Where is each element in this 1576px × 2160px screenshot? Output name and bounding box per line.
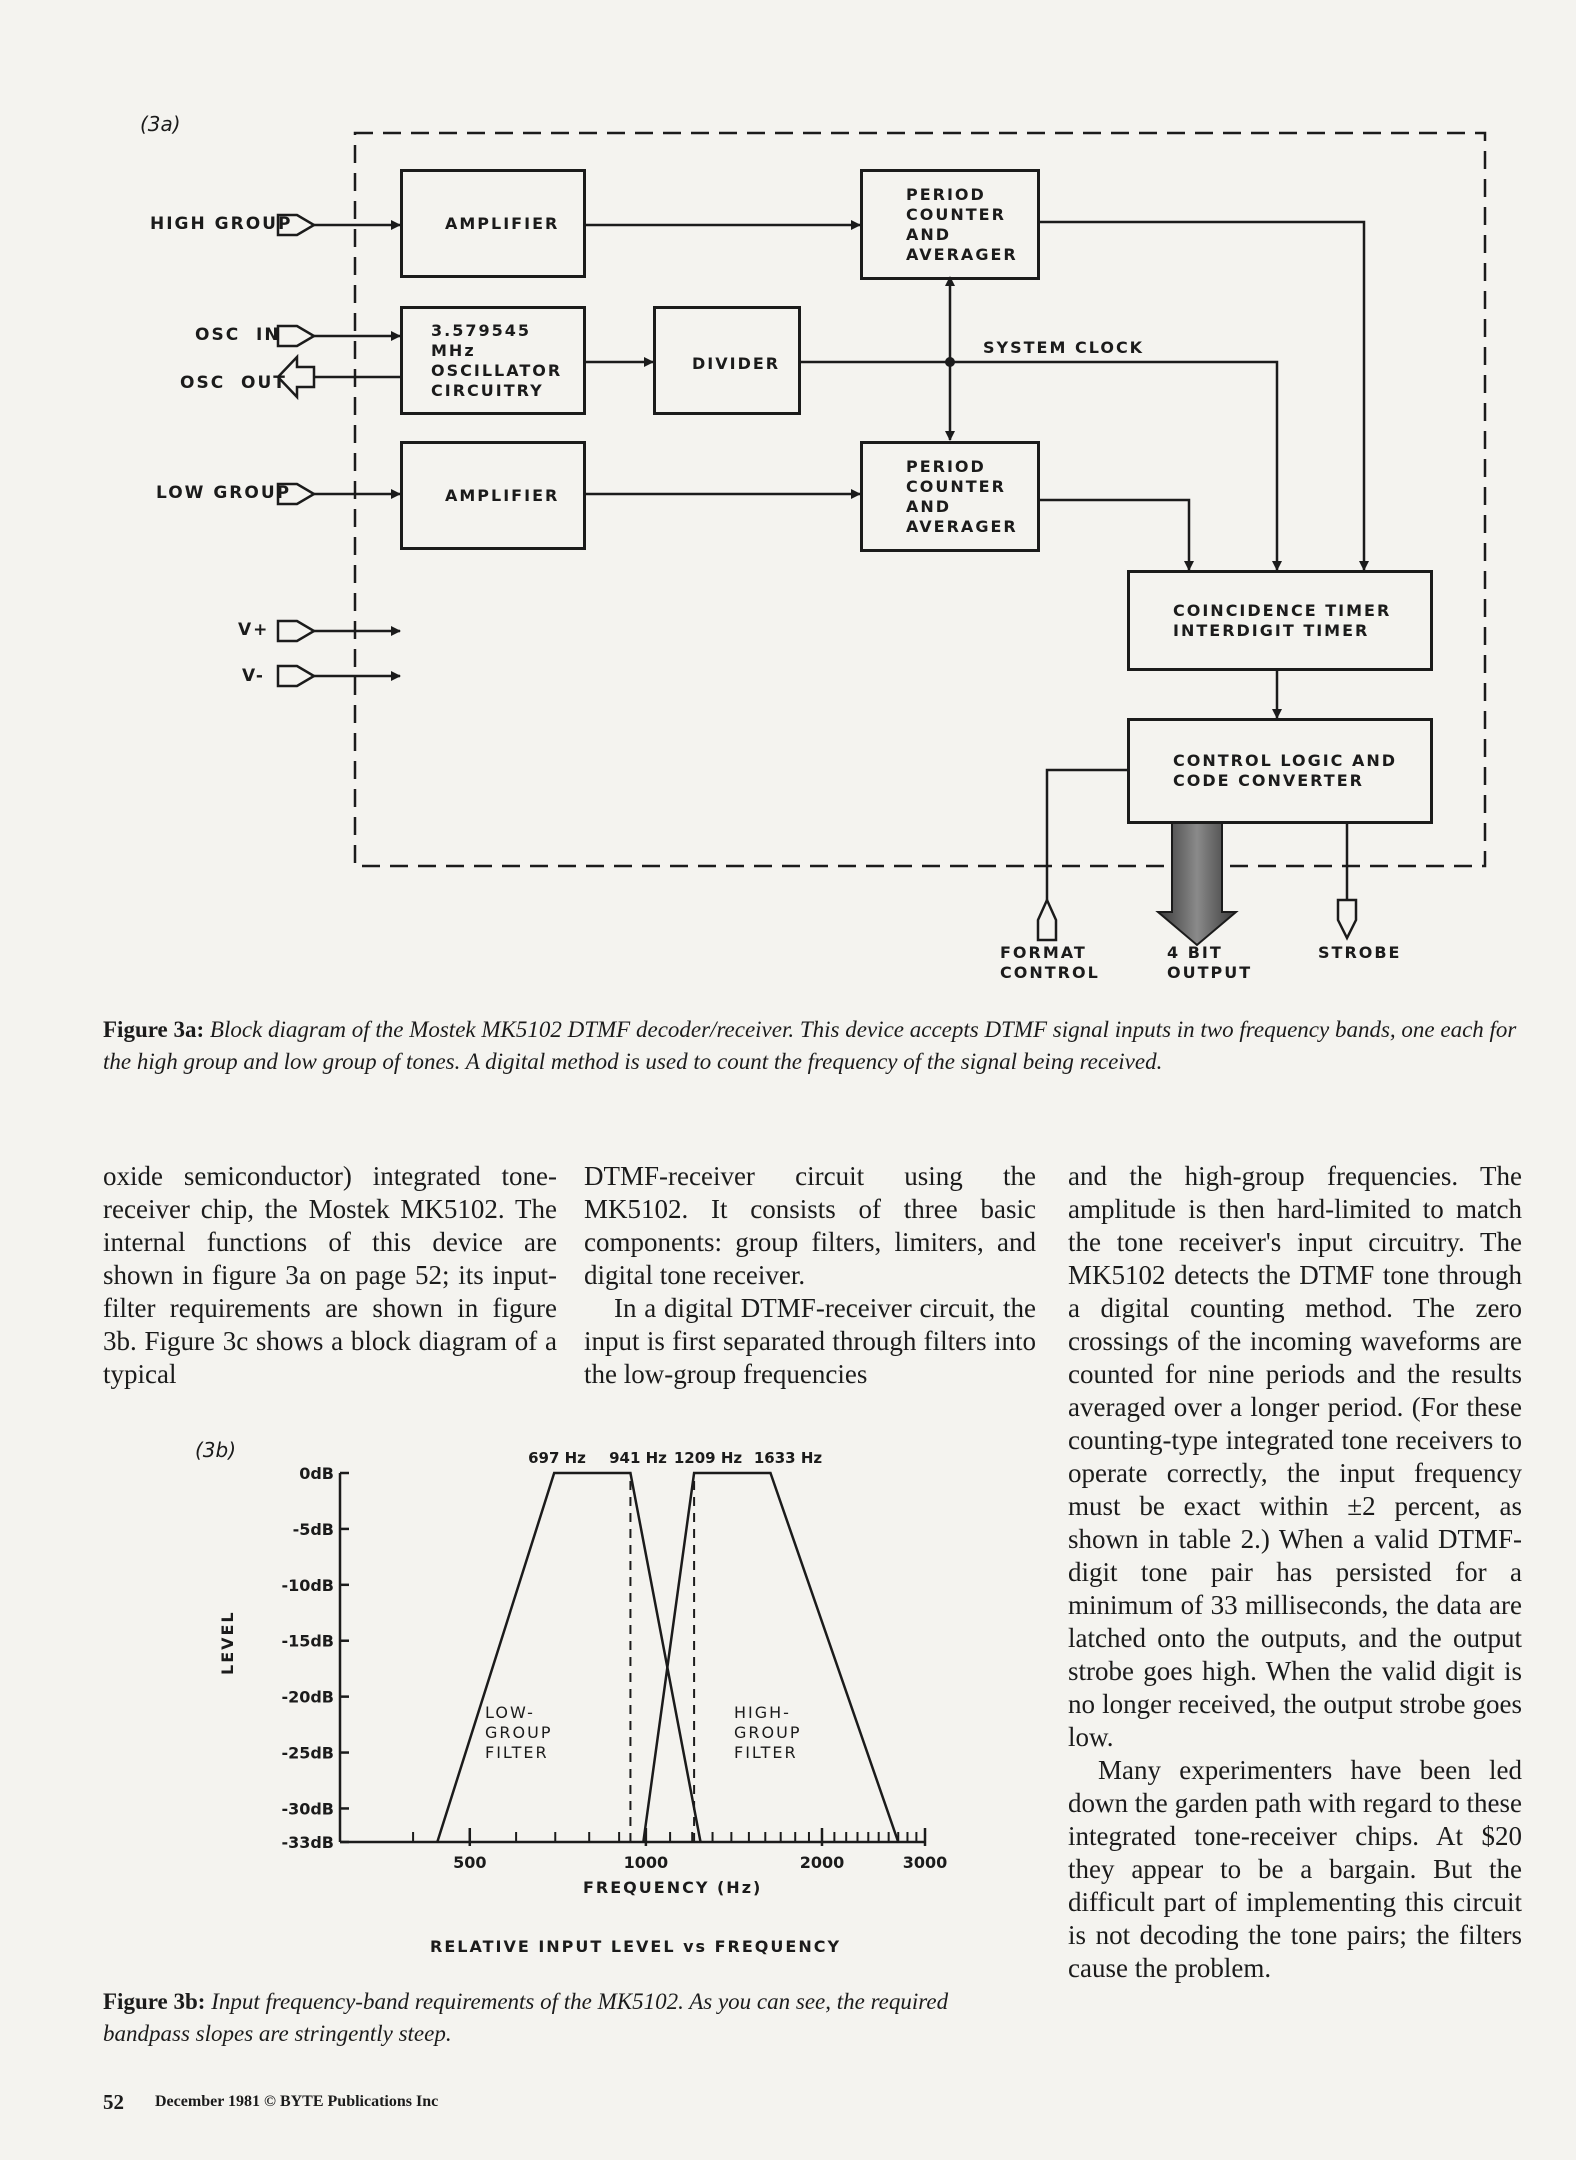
y-tick-label: -33dB xyxy=(281,1833,334,1852)
high-group-filter-label: HIGH- GROUP FILTER xyxy=(734,1703,802,1762)
column-1-paragraph: oxide semiconductor) integrated tone-rec… xyxy=(103,1161,557,1389)
figure-3b-caption: Figure 3b: Input frequency-band requirem… xyxy=(103,1986,1013,2050)
amplifier-low-label: AMPLIFIER xyxy=(445,485,560,505)
y-tick-label: -5dB xyxy=(293,1520,334,1539)
x-tick-label: 2000 xyxy=(800,1853,845,1872)
low-group-label: LOW GROUP xyxy=(156,483,292,503)
column-3-paragraph-1: and the high-group frequencies. The ampl… xyxy=(1068,1161,1522,1752)
y-tick-label: 0dB xyxy=(299,1464,334,1483)
figure-3a-caption: Figure 3a: Block diagram of the Mostek M… xyxy=(103,1014,1523,1078)
y-tick-label: -25dB xyxy=(281,1744,334,1763)
column-3-paragraph-2: Many experimenters have been led down th… xyxy=(1068,1755,1522,1983)
coincidence-timer-block: COINCIDENCE TIMER INTERDIGIT TIMER xyxy=(1127,570,1433,671)
x-tick-label: 3000 xyxy=(903,1853,948,1872)
figure-3a-wiring xyxy=(276,131,1487,947)
period-counter-low-block: PERIOD COUNTER AND AVERAGER xyxy=(860,441,1040,552)
four-bit-output-label: 4 BIT OUTPUT xyxy=(1167,943,1253,982)
v-plus-label: V+ xyxy=(238,620,270,640)
amplifier-high-label: AMPLIFIER xyxy=(445,213,560,233)
x-tick-label: 500 xyxy=(453,1853,486,1872)
oscillator-block: 3.579545 MHz OSCILLATOR CIRCUITRY xyxy=(400,306,586,415)
y-tick-label: -15dB xyxy=(281,1632,334,1651)
period-counter-high-label: PERIOD COUNTER AND AVERAGER xyxy=(906,184,1018,264)
v-minus-label: V- xyxy=(242,666,265,686)
figure-3b-tag: (3b) xyxy=(195,1438,237,1462)
y-tick-label: -30dB xyxy=(281,1799,334,1818)
column-2-paragraph-2: In a digital DTMF-receiver circuit, the … xyxy=(584,1293,1036,1389)
divider-label: DIVIDER xyxy=(692,353,781,373)
chart-title: RELATIVE INPUT LEVEL vs FREQUENCY xyxy=(430,1937,842,1956)
frequency-axis-label: FREQUENCY (Hz) xyxy=(583,1878,763,1897)
low-group-filter-line xyxy=(436,1471,702,1843)
x-tick-label: 1000 xyxy=(624,1853,669,1872)
frequency-label: 1209 Hz xyxy=(674,1449,743,1467)
figure-3a-caption-label: Figure 3a: xyxy=(103,1017,205,1042)
high-group-filter-line xyxy=(642,1471,900,1843)
osc-in-label: OSC IN xyxy=(195,325,281,345)
osc-out-label: OSC OUT xyxy=(180,373,287,393)
strobe-label: STROBE xyxy=(1318,943,1402,962)
amplifier-low-block: AMPLIFIER xyxy=(400,441,586,550)
frequency-label: 1633 Hz xyxy=(754,1449,823,1467)
low-group-filter-label: LOW- GROUP FILTER xyxy=(485,1703,553,1762)
amplifier-high-block: AMPLIFIER xyxy=(400,169,586,278)
page-number: 52 xyxy=(103,2090,124,2114)
coincidence-timer-label: COINCIDENCE TIMER INTERDIGIT TIMER xyxy=(1173,600,1392,640)
body-column-3: and the high-group frequencies. The ampl… xyxy=(1068,1160,1522,1985)
y-tick-label: -10dB xyxy=(281,1576,334,1595)
footer-credit: December 1981 © BYTE Publications Inc xyxy=(155,2093,439,2110)
frequency-label: 697 Hz xyxy=(528,1449,586,1467)
column-2-paragraph-1: DTMF-receiver circuit using the MK5102. … xyxy=(584,1161,1036,1290)
high-group-label: HIGH GROUP xyxy=(150,214,293,234)
control-logic-label: CONTROL LOGIC AND CODE CONVERTER xyxy=(1173,751,1398,790)
y-tick-label: -20dB xyxy=(281,1688,334,1707)
period-counter-low-label: PERIOD COUNTER AND AVERAGER xyxy=(906,456,1018,536)
divider-block: DIVIDER xyxy=(653,306,801,415)
level-axis-label: LEVEL xyxy=(218,1610,237,1675)
figure-3b-caption-text: Input frequency-band requirements of the… xyxy=(103,1989,949,2046)
oscillator-label: 3.579545 MHz OSCILLATOR CIRCUITRY xyxy=(431,320,563,400)
control-logic-block: CONTROL LOGIC AND CODE CONVERTER xyxy=(1127,718,1433,824)
figure-3a-tag: (3a) xyxy=(140,112,181,136)
figure-3b-caption-label: Figure 3b: xyxy=(103,1989,206,2014)
format-control-label: FORMAT CONTROL xyxy=(1000,943,1100,982)
frequency-label: 941 Hz xyxy=(609,1449,667,1467)
body-column-2: DTMF-receiver circuit using the MK5102. … xyxy=(584,1160,1036,1391)
body-column-1: oxide semiconductor) integrated tone-rec… xyxy=(103,1160,557,1391)
figure-3a-caption-text: Block diagram of the Mostek MK5102 DTMF … xyxy=(103,1017,1517,1074)
period-counter-high-block: PERIOD COUNTER AND AVERAGER xyxy=(860,169,1040,280)
system-clock-label: SYSTEM CLOCK xyxy=(983,338,1145,357)
